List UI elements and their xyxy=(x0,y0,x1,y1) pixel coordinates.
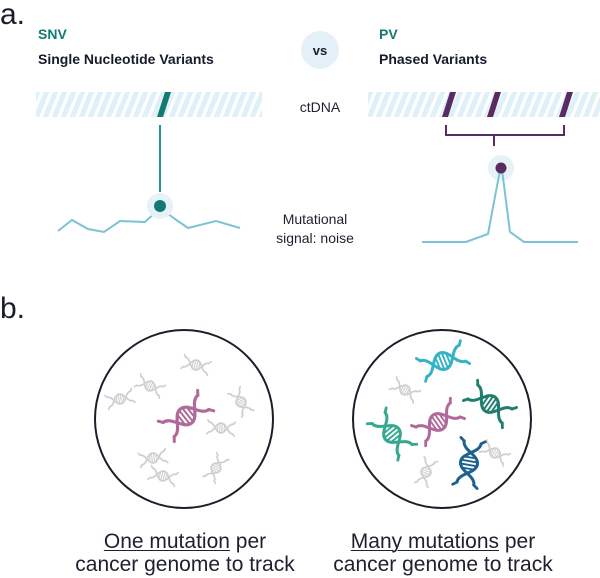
snv-strand-background xyxy=(36,92,262,117)
snv-signal-trace xyxy=(57,206,241,234)
snv-signal-point xyxy=(154,200,166,212)
pv-mutation-mark-1 xyxy=(442,92,456,117)
dna-gray-icon xyxy=(146,464,180,488)
snv-abbreviation: SNV xyxy=(38,26,67,42)
pv-title: Phased Variants xyxy=(379,51,488,67)
pv-bracket xyxy=(445,125,565,136)
vs-badge: vs xyxy=(301,31,339,69)
pv-ctdna-strand xyxy=(368,92,600,117)
dna-gray-icon xyxy=(133,372,167,400)
signal-label-line2: signal: noise xyxy=(276,230,354,246)
signal-noise-label: Mutational signal: noise xyxy=(265,210,365,248)
caption-rest: per xyxy=(499,530,536,553)
pv-mutation-mark-2 xyxy=(487,92,501,117)
pv-abbreviation: PV xyxy=(379,26,398,42)
snv-ctdna-strand xyxy=(36,92,262,117)
caption-rest: per xyxy=(229,530,267,553)
caption-underlined: One mutation xyxy=(103,530,230,553)
dna-gray-icon xyxy=(202,451,230,485)
dna-gray-icon xyxy=(413,455,439,489)
many-mutations-circle xyxy=(352,329,532,509)
dna-teal-icon xyxy=(365,406,419,462)
dna-gray-icon xyxy=(103,387,137,411)
dna-gray-icon xyxy=(179,353,213,377)
dna-green-icon xyxy=(461,378,519,430)
caption-line2: cancer genome to track xyxy=(333,553,553,576)
signal-label-line1: Mutational xyxy=(282,211,348,227)
snv-title: Single Nucleotide Variants xyxy=(38,51,214,67)
pv-mutation-mark-3 xyxy=(559,92,573,117)
panel-a-graphics xyxy=(36,92,600,243)
single-mutation-circle xyxy=(94,329,274,509)
panel-b-label: b. xyxy=(0,292,26,325)
dna-gray-icon xyxy=(137,447,169,469)
dna-blue-icon xyxy=(451,435,487,491)
caption-underlined: Many mutations xyxy=(350,530,500,553)
dna-cyan-icon xyxy=(414,339,472,383)
panel-a-label: a. xyxy=(0,0,26,31)
dna-gray-icon xyxy=(478,439,512,467)
dna-pink-icon xyxy=(156,388,216,444)
dna-pink-icon xyxy=(409,396,467,448)
pv-signal-point xyxy=(495,162,507,174)
dna-gray-icon xyxy=(388,376,422,404)
snv-mutation-mark xyxy=(157,92,171,117)
many-mutations-caption: Many mutations per cancer genome to trac… xyxy=(318,530,568,576)
ctdna-label: ctDNA xyxy=(299,99,341,115)
dna-gray-icon xyxy=(227,385,255,419)
single-mutation-caption: One mutation per cancer genome to track xyxy=(60,530,310,576)
vs-label: vs xyxy=(312,42,328,58)
dna-gray-icon xyxy=(205,418,237,438)
caption-line2: cancer genome to track xyxy=(75,553,295,576)
